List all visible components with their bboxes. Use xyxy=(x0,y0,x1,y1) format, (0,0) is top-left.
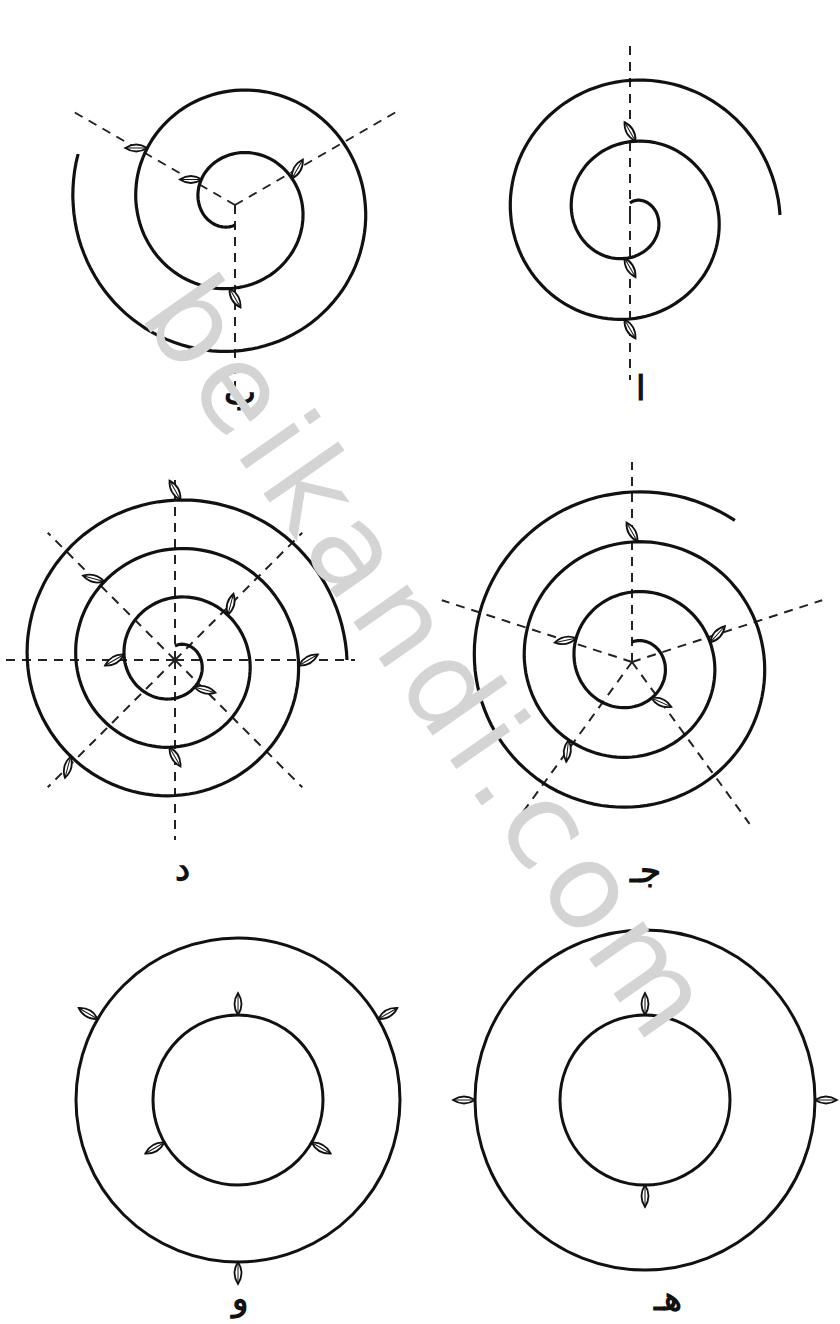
leaf-symbol xyxy=(554,635,577,646)
dashed-radius xyxy=(175,660,302,787)
leaf-symbol xyxy=(144,1139,167,1156)
leaf-outline xyxy=(621,256,638,279)
leaf-symbol xyxy=(289,158,306,181)
leaf-symbol xyxy=(103,651,126,668)
leaf-outline xyxy=(621,120,638,143)
leaf-midrib xyxy=(653,699,669,706)
leaf-symbol xyxy=(125,144,147,151)
leaf-outline xyxy=(180,176,202,183)
leaf-symbol xyxy=(650,695,673,710)
leaf-outline xyxy=(621,318,638,341)
inner-node-circle xyxy=(153,1015,323,1185)
dashed-radius xyxy=(48,660,175,787)
spiral-stem xyxy=(510,80,780,319)
leaf-outline xyxy=(650,695,673,710)
leaf-symbol xyxy=(621,318,638,341)
leaf-symbol xyxy=(453,1097,475,1104)
leaf-midrib xyxy=(171,749,180,765)
leaf-outline xyxy=(815,1097,837,1104)
dashed-radius xyxy=(632,662,750,824)
leaf-midrib xyxy=(626,260,635,276)
leaf-outline xyxy=(82,572,105,584)
leaf-midrib xyxy=(313,1144,329,1153)
leaf-symbol xyxy=(180,176,202,183)
leaf-outline xyxy=(166,479,183,502)
leaf-midrib xyxy=(293,161,302,177)
leaf-outline xyxy=(554,635,577,646)
leaf-outline xyxy=(62,756,74,779)
leaf-outline xyxy=(453,1097,475,1104)
leaf-outline xyxy=(310,1139,333,1156)
leaf-symbol xyxy=(235,993,242,1015)
leaf-outline xyxy=(77,1005,100,1022)
leaf-symbol xyxy=(708,624,728,645)
leaf-outline xyxy=(235,993,242,1015)
leaf-symbol xyxy=(621,256,638,279)
dashed-radius xyxy=(174,480,176,660)
outer-node-circle xyxy=(76,938,400,1262)
leaf-symbol xyxy=(77,1005,100,1022)
leaf-outline xyxy=(289,158,306,181)
leaf-midrib xyxy=(65,759,70,776)
leaf-midrib xyxy=(455,1100,473,1101)
leaf-outline xyxy=(224,593,236,616)
panel-letter: د xyxy=(175,851,190,885)
leaf-midrib xyxy=(645,1187,646,1205)
leaf-symbol xyxy=(623,521,640,544)
leaf-symbol xyxy=(82,572,105,584)
leaf-midrib xyxy=(85,576,102,581)
leaf-outline xyxy=(166,746,183,769)
leaf-midrib xyxy=(817,1100,835,1101)
leaf-symbol xyxy=(224,593,236,616)
leaf-outline xyxy=(193,684,216,696)
panel-letter: ا xyxy=(636,371,645,405)
leaf-midrib xyxy=(380,1009,396,1018)
leaf-outline xyxy=(144,1139,167,1156)
leaf-midrib xyxy=(182,179,200,180)
leaf-midrib xyxy=(301,656,317,665)
leaf-midrib xyxy=(712,628,724,641)
leaf-outline xyxy=(103,651,126,668)
leaf-outline xyxy=(125,144,147,151)
leaf-midrib xyxy=(238,995,239,1013)
leaf-outline xyxy=(297,651,320,668)
leaf-midrib xyxy=(171,482,180,498)
leaf-midrib xyxy=(196,688,213,693)
leaf-outline xyxy=(642,1185,649,1207)
leaf-midrib xyxy=(80,1009,96,1018)
leaf-midrib xyxy=(147,1144,163,1153)
leaf-symbol xyxy=(166,479,183,502)
leaf-outline xyxy=(623,521,640,544)
leaf-midrib xyxy=(628,524,637,540)
dashed-radius xyxy=(70,110,235,205)
leaf-symbol xyxy=(193,684,216,696)
leaf-symbol xyxy=(166,746,183,769)
leaf-symbol xyxy=(815,1097,837,1104)
leaf-midrib xyxy=(228,596,233,613)
panel-letter: هـ xyxy=(654,1281,682,1315)
dashed-radius xyxy=(235,110,400,205)
leaf-outline xyxy=(377,1005,400,1022)
leaf-symbol xyxy=(621,120,638,143)
leaf-symbol xyxy=(297,651,320,668)
leaf-midrib xyxy=(238,1264,239,1282)
leaf-midrib xyxy=(127,147,145,148)
leaf-symbol xyxy=(642,1185,649,1207)
leaf-outline xyxy=(708,624,728,645)
leaf-symbol xyxy=(62,756,74,779)
leaf-midrib xyxy=(557,638,575,642)
leaf-symbol xyxy=(377,1005,400,1022)
leaf-midrib xyxy=(107,656,123,665)
leaf-midrib xyxy=(626,124,635,140)
leaf-symbol xyxy=(310,1139,333,1156)
panel-letter: و xyxy=(232,1281,248,1315)
leaf-midrib xyxy=(626,321,635,337)
dashed-radius xyxy=(629,215,631,380)
